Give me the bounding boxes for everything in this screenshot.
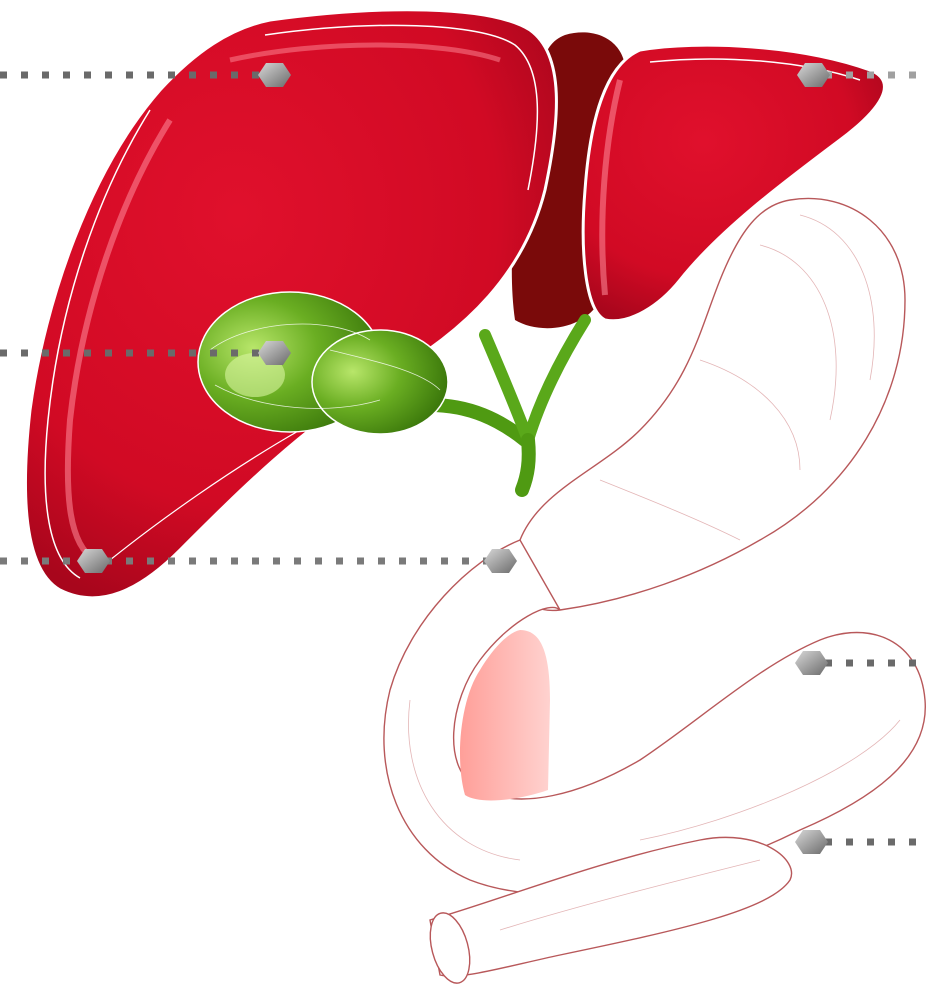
marker-duodenum-lower [795, 830, 828, 854]
bile-duct-group [430, 320, 585, 490]
gallbladder-neck [312, 330, 448, 434]
hepatic-duct-left [528, 320, 585, 440]
common-bile-duct [522, 440, 529, 490]
